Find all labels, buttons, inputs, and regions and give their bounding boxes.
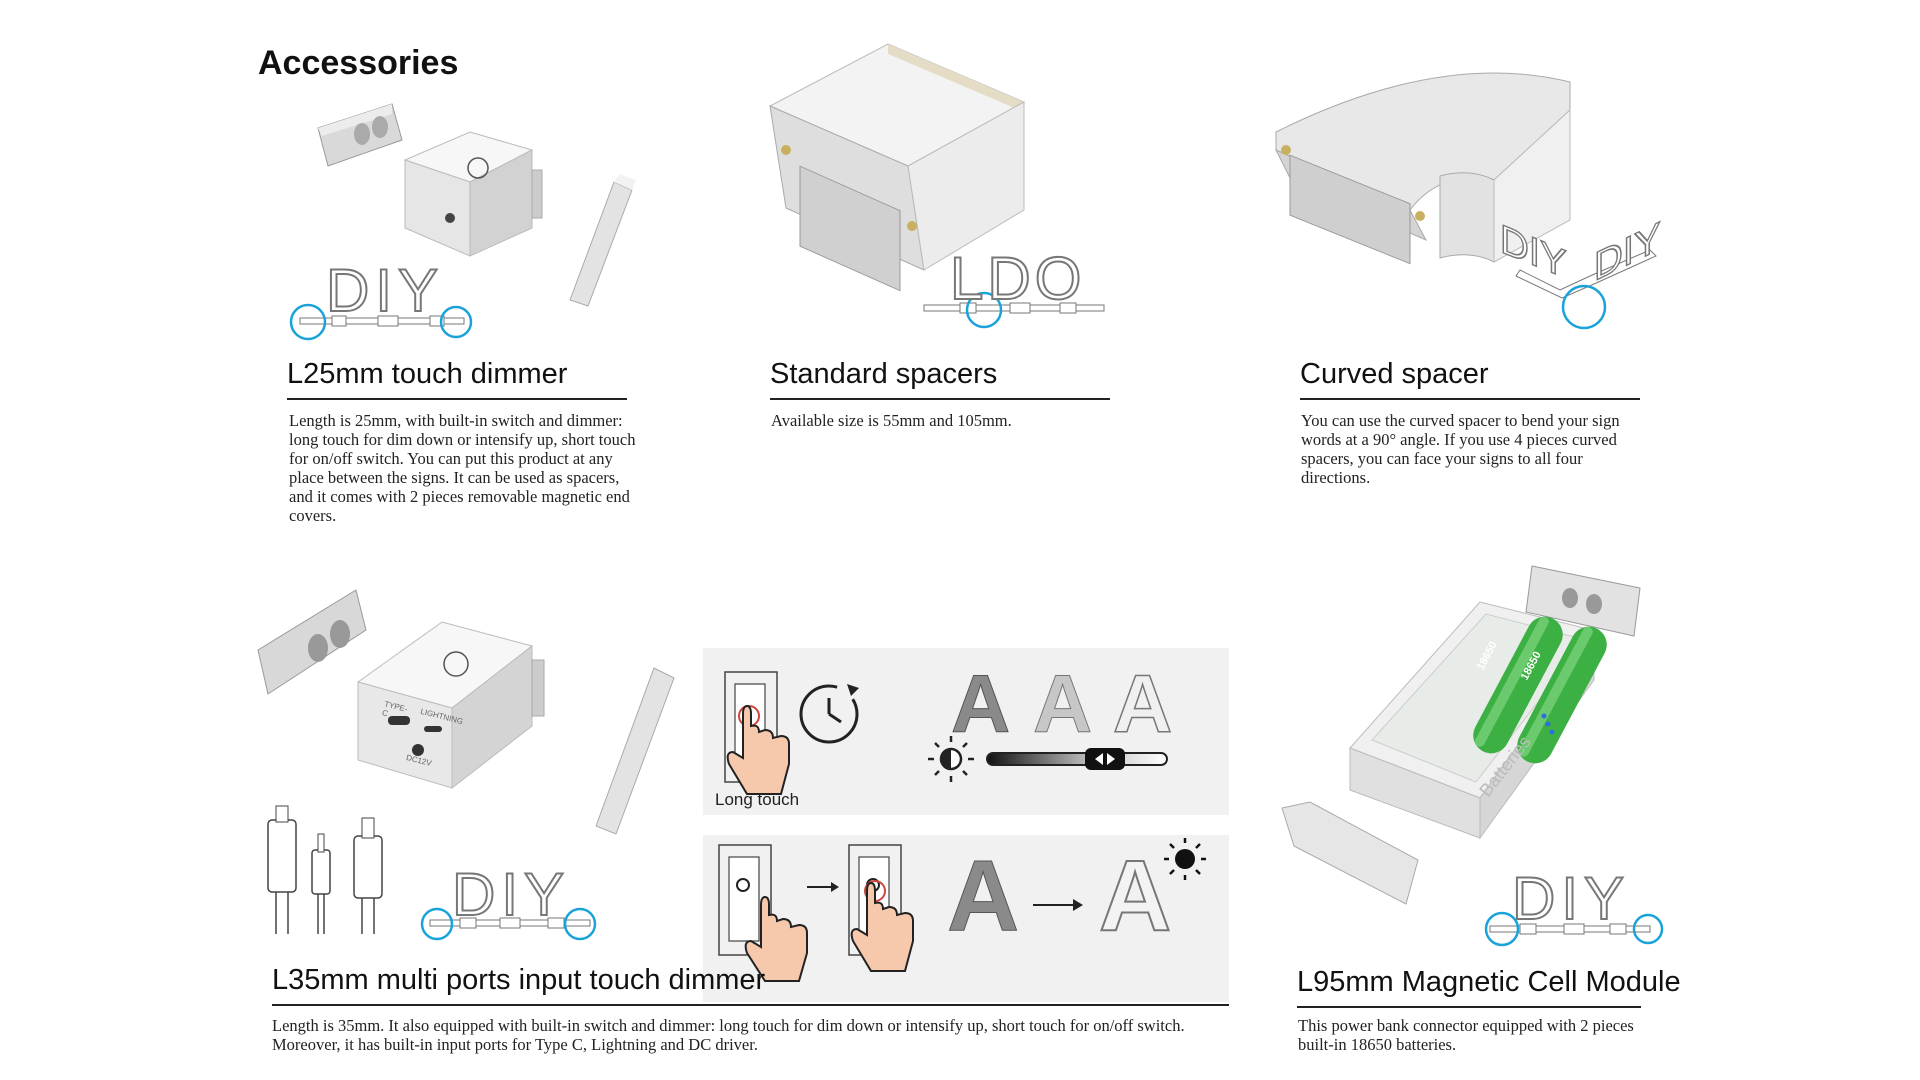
cable-lightning bbox=[353, 817, 383, 934]
diy-rail bbox=[289, 303, 473, 341]
cell-module-95-title: L95mm Magnetic Cell Module bbox=[1297, 966, 1681, 998]
short-touch-hand-icon-2 bbox=[848, 844, 914, 972]
end-cover-right bbox=[569, 174, 636, 307]
diy-letters-95: DIY bbox=[1511, 864, 1631, 933]
dimmer-body bbox=[403, 131, 543, 257]
standard-spacers-title: Standard spacers bbox=[770, 358, 998, 390]
short-touch-hand-icon-1 bbox=[718, 844, 808, 982]
brightness-slider bbox=[928, 736, 1168, 782]
touch-dimmer-25-title: L25mm touch dimmer bbox=[287, 358, 568, 390]
highlight-ring-right bbox=[439, 305, 473, 339]
type-c-port bbox=[388, 716, 410, 725]
dc-port bbox=[412, 744, 424, 756]
spacer-slot bbox=[799, 165, 901, 292]
curved-slot bbox=[1289, 154, 1411, 265]
long-touch-panel: A A A Long touch bbox=[703, 648, 1229, 815]
arrow-right-icon bbox=[807, 882, 839, 892]
cell-module-95-rule bbox=[1297, 1006, 1641, 1008]
demo-letter-on: A bbox=[1098, 839, 1172, 953]
cell-end-cover-top bbox=[1525, 565, 1641, 637]
standard-spacer-illustration bbox=[768, 43, 1105, 329]
end-cover-left-35 bbox=[257, 589, 367, 695]
demo-letter-dim-1: A bbox=[950, 659, 1011, 751]
end-cover-left bbox=[317, 103, 403, 167]
ldo-letters: LDO bbox=[949, 244, 1086, 313]
diy-rail-95 bbox=[1484, 911, 1664, 947]
touch-dimmer-25-rule bbox=[287, 398, 627, 400]
curved-spacer-description: You can use the curved spacer to bend yo… bbox=[1301, 411, 1620, 487]
dimmer-body-35 bbox=[356, 621, 545, 790]
multi-port-dimmer-35-rule bbox=[272, 1004, 1229, 1006]
cell-module-95-description: This power bank connector equipped with … bbox=[1298, 1016, 1634, 1054]
demo-letter-off: A bbox=[946, 840, 1020, 953]
sun-on-icon bbox=[1164, 838, 1206, 880]
ldo-rail bbox=[923, 291, 1105, 329]
slider-handle bbox=[1085, 748, 1125, 770]
curved-spacer-title: Curved spacer bbox=[1300, 358, 1489, 390]
arrow-right-icon-2 bbox=[1033, 899, 1083, 911]
diy-letters: DIY bbox=[325, 256, 445, 325]
cell-module-illustration bbox=[1281, 565, 1664, 947]
page-title: Accessories bbox=[258, 44, 459, 82]
battery-right bbox=[1517, 626, 1607, 764]
highlight-ring-35-left bbox=[420, 907, 454, 941]
end-cover-right-35 bbox=[595, 667, 675, 835]
cable-type-c bbox=[267, 805, 297, 934]
short-touch-panel: A A bbox=[703, 835, 1229, 1002]
multi-port-dimmer-35-description: Length is 35mm. It also equipped with bu… bbox=[272, 1016, 1185, 1054]
clock-rotation-icon bbox=[799, 684, 859, 744]
curved-spacer-rule bbox=[1300, 398, 1640, 400]
demo-letter-dim-2: A bbox=[1032, 659, 1093, 751]
diy-letters-35: DIY bbox=[451, 860, 571, 929]
diy-rail-35 bbox=[420, 907, 597, 941]
multi-port-dimmer-illustration bbox=[257, 589, 675, 941]
highlight-ring-95-left bbox=[1484, 911, 1520, 947]
cable-dc bbox=[311, 833, 331, 934]
curved-rail bbox=[1515, 249, 1657, 330]
brightness-sun-icon bbox=[928, 736, 974, 782]
lightning-port bbox=[424, 726, 442, 732]
highlight-ring-curved bbox=[1561, 284, 1607, 330]
curved-diy-letters-right: DIY bbox=[1593, 213, 1661, 291]
highlight-ring-35-right bbox=[563, 907, 597, 941]
long-touch-hand-icon bbox=[724, 671, 790, 795]
highlight-ring-95-right bbox=[1632, 913, 1664, 945]
touch-dimmer-25-illustration bbox=[289, 103, 636, 341]
curved-spacer-illustration bbox=[1274, 72, 1657, 330]
standard-spacers-rule bbox=[770, 398, 1110, 400]
touch-dimmer-25-description: Length is 25mm, with built-in switch and… bbox=[289, 411, 636, 525]
long-touch-caption: Long touch bbox=[715, 790, 800, 809]
highlight-ring-left bbox=[289, 303, 327, 341]
highlight-ring-spacer bbox=[965, 291, 1003, 329]
standard-spacers-description: Available size is 55mm and 105mm. bbox=[771, 411, 1012, 430]
battery-indicator-leds bbox=[1541, 713, 1555, 735]
multi-port-dimmer-35-title: L35mm multi ports input touch dimmer bbox=[272, 964, 766, 996]
battery-left bbox=[1473, 616, 1563, 754]
cell-end-cover-bottom bbox=[1281, 801, 1419, 905]
demo-letter-dim-3: A bbox=[1112, 658, 1173, 751]
